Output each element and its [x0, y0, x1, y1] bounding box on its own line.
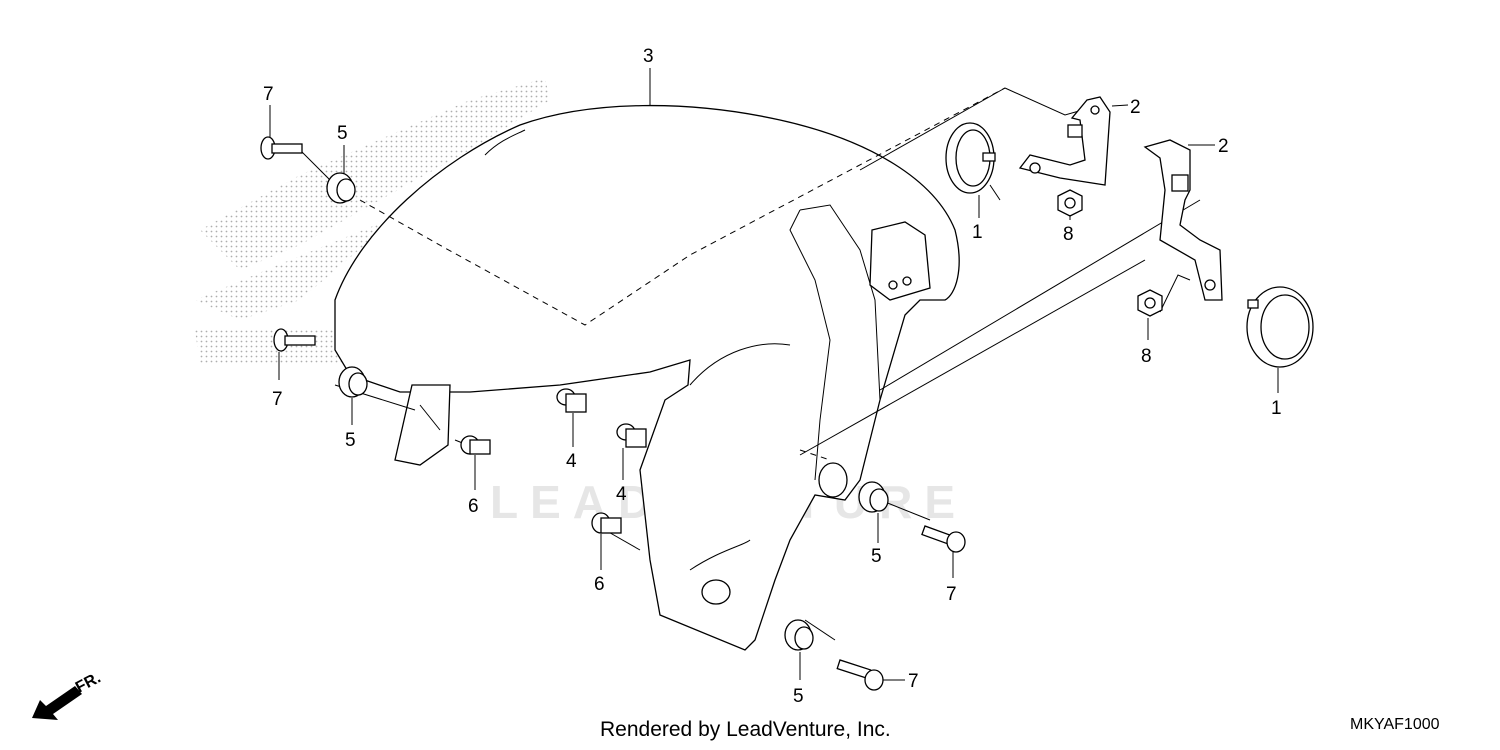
reflector-1-right [1246, 286, 1314, 368]
front-fender [334, 104, 960, 651]
callout-1-reflector-left: 1 [972, 222, 983, 243]
callout-7-bolt-mid-left: 7 [272, 389, 283, 410]
callout-5-grommet-right: 5 [871, 546, 882, 567]
callout-2-bracket-right: 2 [1218, 136, 1229, 157]
callout-6-collar-center: 6 [594, 574, 605, 595]
reflector-1-left [945, 122, 996, 194]
callout-2-bracket-left: 2 [1130, 97, 1141, 118]
callout-5-grommet-mid-left: 5 [345, 430, 356, 451]
callout-4-clip-center: 4 [616, 484, 627, 505]
callout-7-bolt-right: 7 [946, 584, 957, 605]
callout-6-collar-left: 6 [468, 496, 479, 517]
collar-6-left [460, 435, 491, 455]
grommet-5-mid-left [338, 366, 368, 398]
clip-4-center [616, 423, 647, 448]
grommet-5-right [858, 481, 889, 513]
reflector-bracket-2-left [1018, 96, 1111, 186]
bolt-7-right [921, 525, 966, 553]
callout-8-nut-right: 8 [1141, 346, 1152, 367]
bolt-7-bottom [836, 659, 884, 691]
diagram-code: MKYAF1000 [1350, 716, 1440, 733]
callout-7-bolt-bottom: 7 [908, 671, 919, 692]
nut-8-left [1057, 189, 1083, 217]
bolt-7-top-left [260, 136, 303, 160]
callout-8-nut-left: 8 [1063, 224, 1074, 245]
nut-8-right [1137, 289, 1163, 317]
clip-4-left [556, 388, 587, 413]
front-direction-arrow-icon: FR. [32, 669, 104, 720]
callout-3-fender: 3 [643, 46, 654, 67]
grommet-5-top-left [326, 172, 356, 204]
callout-4-clip-left: 4 [566, 451, 577, 472]
callout-5-grommet-top-left: 5 [337, 123, 348, 144]
grommet-5-bottom [784, 619, 814, 651]
callout-5-grommet-bottom: 5 [793, 686, 804, 707]
reflector-bracket-2-right [1143, 139, 1223, 301]
callout-7-bolt-top-left: 7 [263, 84, 274, 105]
render-credit: Rendered by LeadVenture, Inc. [600, 718, 891, 741]
collar-6-center [591, 512, 622, 534]
callout-1-reflector-right: 1 [1271, 398, 1282, 419]
bolt-7-mid-left [273, 328, 316, 352]
